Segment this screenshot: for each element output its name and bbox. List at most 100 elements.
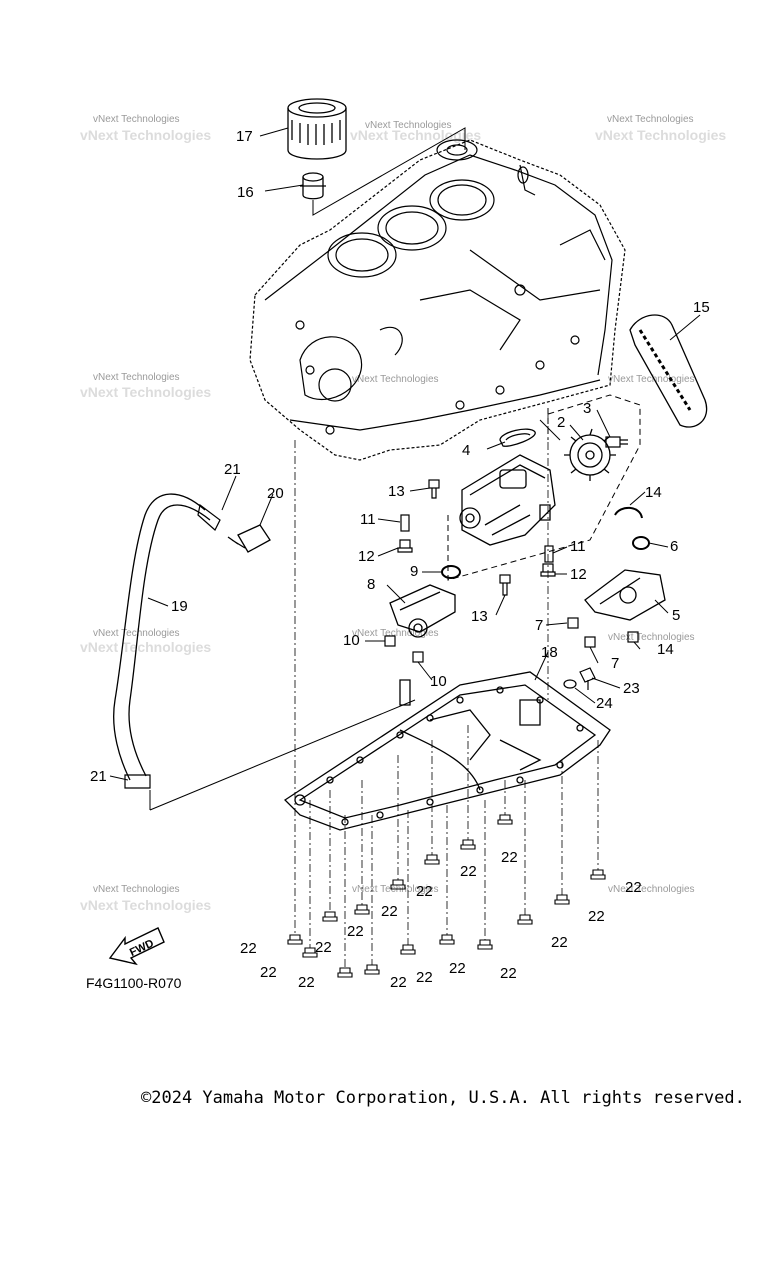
callout-15: 15 (693, 299, 710, 316)
callout-12: 12 (570, 566, 587, 583)
bolt-7 (567, 617, 579, 629)
clamp-21 (124, 774, 151, 789)
callout-21: 21 (90, 768, 107, 785)
callout-22: 22 (298, 974, 315, 991)
watermark: vNext Technologies (352, 628, 439, 639)
joint-20 (227, 524, 271, 553)
callout-21: 21 (224, 461, 241, 478)
callout-17: 17 (236, 128, 253, 145)
callout-22: 22 (588, 908, 605, 925)
callout-10: 10 (343, 632, 360, 649)
washer (563, 679, 577, 689)
hose-19 (113, 493, 211, 781)
callout-6: 6 (670, 538, 678, 555)
callout-14: 14 (657, 641, 674, 658)
watermark: vNext Technologies (80, 384, 211, 400)
timing-chain (629, 314, 708, 428)
watermark: vNext Technologies (608, 632, 695, 643)
crankcase-block (249, 139, 626, 461)
oil-filter (287, 98, 347, 160)
bolt-7 (584, 636, 596, 648)
watermark: vNext Technologies (80, 897, 211, 913)
callout-22: 22 (416, 883, 433, 900)
callout-3: 3 (583, 400, 591, 417)
bolt-leaders (294, 410, 599, 968)
seal-14 (614, 506, 643, 519)
drawing-code: F4G1100-R070 (86, 975, 182, 991)
callout-16: 16 (237, 184, 254, 201)
callout-9: 9 (410, 563, 418, 580)
sprocket (564, 428, 616, 481)
hose-leader (149, 699, 416, 811)
watermark: vNext Technologies (365, 120, 452, 131)
callout-22: 22 (347, 923, 364, 940)
drain-bolt (579, 667, 596, 690)
oil-filter-fitting (300, 172, 326, 200)
callout-7: 7 (535, 617, 543, 634)
watermark: vNext Technologies (93, 884, 180, 895)
callout-23: 23 (623, 680, 640, 697)
callout-8: 8 (367, 576, 375, 593)
watermark: vNext Technologies (93, 114, 180, 125)
callout-10: 10 (430, 673, 447, 690)
callout-24: 24 (596, 695, 613, 712)
watermark: vNext Technologies (80, 127, 211, 143)
callout-4: 4 (462, 442, 470, 459)
watermark: vNext Technologies (350, 127, 481, 143)
watermark: vNext Technologies (93, 628, 180, 639)
o-ring-6 (632, 536, 650, 550)
sprocket-bolt (605, 436, 628, 448)
strainer-5 (584, 569, 666, 621)
callout-22: 22 (460, 863, 477, 880)
watermark: vNext Technologies (608, 374, 695, 385)
watermark: vNext Technologies (608, 884, 695, 895)
callout-19: 19 (171, 598, 188, 615)
watermark: vNext Technologies (595, 127, 726, 143)
dowel-11 (400, 514, 410, 532)
o-ring-9 (441, 565, 461, 579)
dowel-11 (544, 545, 554, 563)
bolt-13 (428, 479, 440, 499)
callout-7: 7 (611, 655, 619, 672)
callout-22: 22 (260, 964, 277, 981)
callout-leaders (109, 127, 701, 781)
callout-11: 11 (360, 511, 376, 528)
leader (539, 419, 561, 441)
bolt-10 (412, 651, 424, 663)
copyright-notice: ©2024 Yamaha Motor Corporation, U.S.A. A… (141, 1088, 745, 1108)
watermarks: vNext Technologies vNext Technologies vN… (80, 114, 726, 913)
callout-13: 13 (471, 608, 488, 625)
callout-22: 22 (315, 939, 332, 956)
pump-group-outline (447, 394, 641, 581)
bolt-13 (499, 574, 511, 596)
filter-leader-line (312, 127, 466, 216)
callout-22: 22 (240, 940, 257, 957)
bolt-14 (627, 631, 639, 643)
callout-12: 12 (358, 548, 375, 565)
callout-22: 22 (390, 974, 407, 991)
callout-2: 2 (557, 414, 565, 431)
oil-pump (459, 454, 556, 546)
callout-22: 22 (381, 903, 398, 920)
watermark: vNext Technologies (80, 639, 211, 655)
callout-13: 13 (388, 483, 405, 500)
callouts: 2 3 4 5 6 7 7 8 9 10 10 11 11 12 12 13 1… (90, 128, 710, 991)
callout-22: 22 (416, 969, 433, 986)
bolt-12 (540, 563, 556, 577)
callout-20: 20 (267, 485, 284, 502)
watermark: vNext Technologies (93, 372, 180, 383)
callout-18: 18 (541, 644, 558, 661)
clamp-21 (197, 503, 221, 531)
watermark: vNext Technologies (352, 374, 439, 385)
gasket-4 (499, 428, 536, 447)
oil-pan (283, 671, 611, 831)
strainer-8 (389, 584, 456, 638)
bolt-12 (397, 539, 413, 553)
callout-22: 22 (449, 960, 466, 977)
fwd-arrow-icon: FWD (108, 927, 165, 966)
callout-11: 11 (570, 538, 586, 555)
callout-5: 5 (672, 607, 680, 624)
callout-22: 22 (551, 934, 568, 951)
callout-22: 22 (501, 849, 518, 866)
